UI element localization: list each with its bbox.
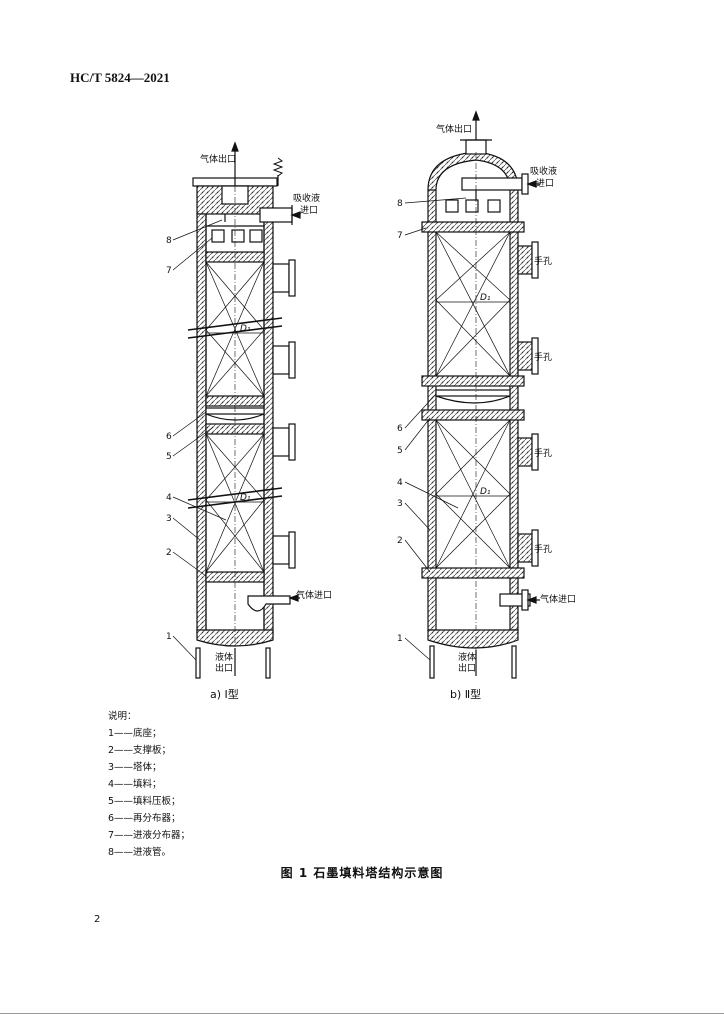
handhole-label-b-2: 手孔 <box>534 351 552 363</box>
absorbent-inlet-label-b-2: 进口 <box>536 178 554 189</box>
tower-type-1 <box>187 141 301 679</box>
liquid-outlet-label-b-2: 出口 <box>458 662 476 674</box>
standard-number: HC/T 5824—2021 <box>70 70 170 85</box>
legend-item: 8——进液管。 <box>108 847 172 858</box>
legend-item: 6——再分布器； <box>108 813 181 824</box>
handhole-label-b-1: 手孔 <box>534 255 552 267</box>
subfigure-label-a: a) Ⅰ型 <box>210 688 239 701</box>
liquid-outlet-label-a-2: 出口 <box>215 662 233 674</box>
callout-3-a: 3 <box>166 514 172 524</box>
gas-outlet-label-b: 气体出口 <box>436 123 472 135</box>
callout-2-a: 2 <box>166 548 172 558</box>
callout-4-a: 4 <box>166 493 172 503</box>
legend-item: 2——支撑板； <box>108 745 172 756</box>
callout-3-b: 3 <box>397 499 403 509</box>
legend-item: 5——填料压板； <box>108 796 181 807</box>
legend-item: 7——进液分布器； <box>108 830 191 841</box>
callouts-type-1 <box>172 219 227 661</box>
gas-outlet-label-a: 气体出口 <box>200 153 236 165</box>
legend-item: 3——塔体； <box>108 762 162 773</box>
callout-6-a: 6 <box>166 432 172 442</box>
packed-tower-figure: 8 7 6 5 4 3 2 1 气体出口 吸收液 进口 气体进口 液体 出口 D… <box>166 110 576 679</box>
legend-item: 4——填料； <box>108 779 162 790</box>
diameter-label-b-1: D₁ <box>480 293 491 303</box>
callout-8-a: 8 <box>166 236 172 246</box>
gas-inlet-label-a: 气体进口 <box>296 589 332 601</box>
gas-inlet-label-b: 气体进口 <box>540 593 576 605</box>
diameter-label-b-2: D₁ <box>480 487 491 497</box>
callout-6-b: 6 <box>397 424 403 434</box>
callout-5-a: 5 <box>166 452 172 462</box>
callout-1-a: 1 <box>166 632 172 642</box>
callout-7-b: 7 <box>397 231 403 241</box>
liquid-outlet-label-b-1: 液体 <box>458 651 476 663</box>
callout-5-b: 5 <box>397 446 403 456</box>
diameter-label-a-1: D₁ <box>240 324 251 334</box>
legend: 说明： 1——底座； 2——支撑板； 3——塔体； 4——填料； 5——填料压板… <box>108 708 190 861</box>
tower-type-2 <box>421 110 540 679</box>
handhole-label-b-3: 手孔 <box>534 447 552 459</box>
callout-1-b: 1 <box>397 634 403 644</box>
liquid-outlet-label-a-1: 液体 <box>215 651 233 663</box>
page-number: 2 <box>94 914 101 925</box>
callouts-type-2 <box>404 197 467 661</box>
legend-item: 1——底座； <box>108 728 162 739</box>
absorbent-inlet-label-a-1: 吸收液 <box>293 192 320 204</box>
legend-title: 说明： <box>108 711 137 722</box>
figure-caption: 图 1 石墨填料塔结构示意图 <box>280 866 444 880</box>
diameter-label-a-2: D₁ <box>240 493 251 503</box>
subfigure-label-b: b) Ⅱ型 <box>450 688 482 701</box>
absorbent-inlet-label-a-2: 进口 <box>300 205 318 216</box>
bottom-rule <box>0 1013 724 1014</box>
callout-4-b: 4 <box>397 478 403 488</box>
absorbent-inlet-label-b-1: 吸收液 <box>530 165 557 177</box>
callout-8-b: 8 <box>397 199 403 209</box>
callout-7-a: 7 <box>166 266 172 276</box>
handhole-label-b-4: 手孔 <box>534 543 552 555</box>
callout-2-b: 2 <box>397 536 403 546</box>
